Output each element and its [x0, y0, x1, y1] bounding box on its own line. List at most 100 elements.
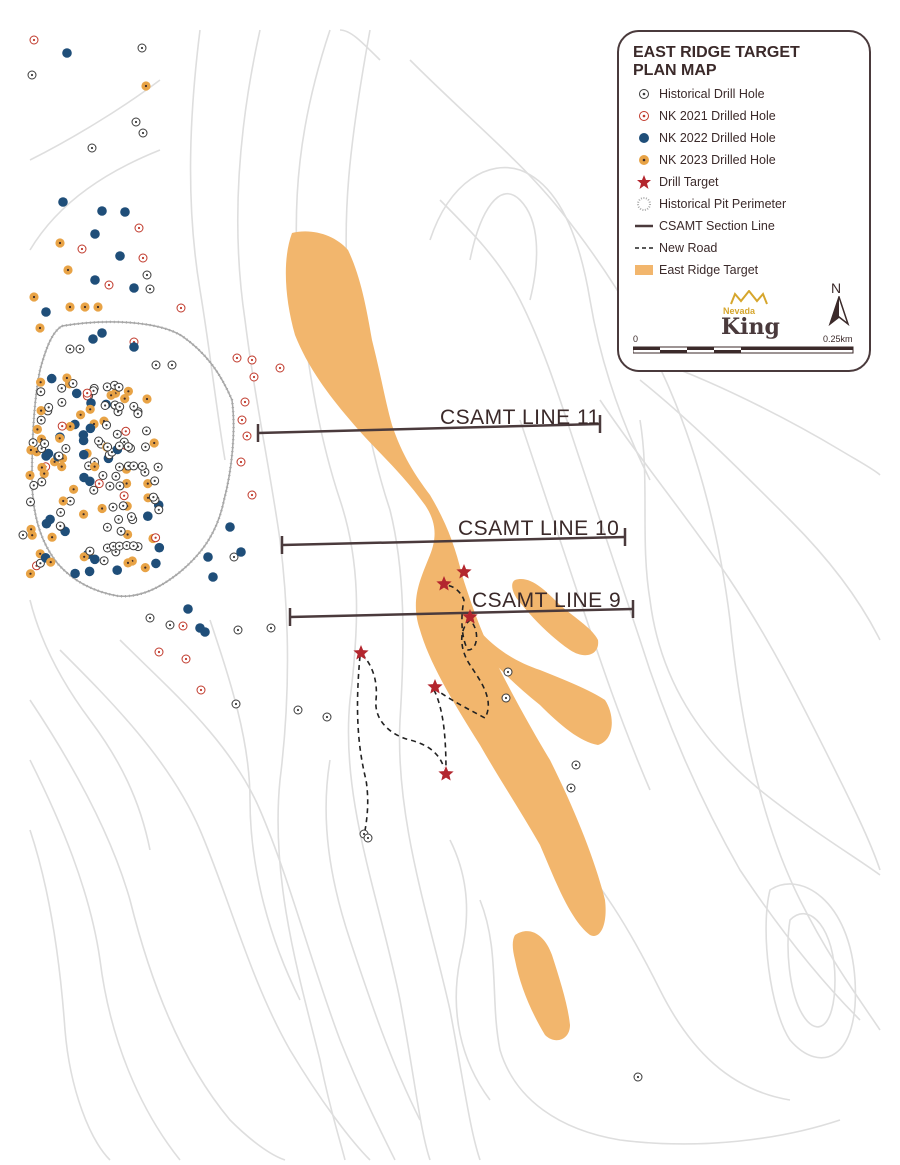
- nk2021-drill-hole: [94, 479, 104, 489]
- nk2023-drill-hole: [69, 484, 79, 494]
- nk2023-drill-hole: [123, 558, 133, 568]
- map-legend: EAST RIDGE TARGET PLAN MAP Historical Dr…: [617, 30, 871, 372]
- nk2022-drill-hole: [85, 476, 95, 487]
- historical-drill-hole: [501, 693, 511, 703]
- nk2022-drill-hole: [120, 207, 130, 217]
- historical-drill-hole: [111, 471, 121, 481]
- east-ridge-target-icon: [633, 260, 655, 280]
- historical-drill-hole: [114, 541, 124, 551]
- historical-drill-hole: [145, 284, 155, 294]
- historical-drill-hole: [115, 402, 125, 412]
- drill-target-star-icon: [462, 609, 478, 624]
- historical-drill-hole: [29, 480, 39, 490]
- historical-drill-hole: [231, 699, 241, 709]
- nk2023-drill-hole: [79, 509, 89, 519]
- historical-drill-hole: [266, 623, 276, 633]
- nk2023-drill-hole: [29, 292, 39, 302]
- nk2021-drill-hole: [176, 303, 186, 313]
- nk2023-drill-hole: [143, 479, 153, 489]
- nk2023-drill-hole: [141, 81, 151, 91]
- nk2021-drill-hole: [138, 253, 148, 263]
- nk2023-drill-hole: [25, 569, 36, 579]
- nk2021-drill-hole: [154, 647, 164, 657]
- nk2022-drill-hole: [115, 251, 125, 261]
- historical-drill-hole: [126, 512, 136, 522]
- east-ridge-target-finger: [512, 579, 599, 656]
- historical-drill-hole: [114, 382, 124, 392]
- east-ridge-target-south: [512, 931, 570, 1041]
- historical-drill-hole: [148, 492, 158, 502]
- drill-target-star-icon: [436, 576, 452, 591]
- nk2022-drill-hole: [90, 229, 100, 239]
- historical-drill-hole: [153, 462, 163, 472]
- drill-target-star-icon: [427, 679, 443, 694]
- historical-drill-hole: [103, 442, 113, 452]
- nk2021-drill-hole: [119, 491, 129, 501]
- nk2021-drill-hole: [178, 621, 188, 631]
- nk2023-drill-hole: [46, 557, 56, 567]
- nk2023-drill-hole: [149, 438, 159, 448]
- historical-drill-hole: [363, 833, 373, 843]
- drill-target-star-icon: [456, 564, 472, 579]
- legend-item-label: East Ridge Target: [659, 263, 759, 277]
- nk2022-drill-hole: [84, 566, 95, 577]
- nk2022-drill-hole: [143, 511, 153, 521]
- historical-drill-hole: [112, 429, 122, 439]
- legend-item-nk2021: NK 2021 Drilled Hole: [633, 106, 776, 126]
- historical-drill-hole: [89, 485, 99, 495]
- historical-drill-hole: [150, 476, 160, 486]
- historical-drill-hole: [114, 514, 124, 524]
- historical-pit-perimeter: [30, 320, 235, 598]
- legend-item-label: Historical Drill Hole: [659, 87, 765, 101]
- nk2023-drill-hole: [85, 404, 95, 414]
- drill-target-star-icon: [633, 172, 655, 192]
- nk2023-drill-hole: [55, 433, 65, 443]
- nk2022-drill-hole: [43, 448, 54, 459]
- legend-item-new-road: New Road: [633, 238, 717, 258]
- historical-drill-hole: [75, 344, 85, 354]
- north-arrow-icon: N: [827, 280, 851, 328]
- nk2022-drill-hole: [129, 283, 139, 293]
- historical-drill-hole: [102, 382, 112, 392]
- historical-drill-hole: [18, 530, 28, 540]
- nk2022-drill-hole: [97, 206, 107, 216]
- brand-top-text: Nevada: [723, 306, 756, 316]
- historical-drill-hole: [61, 444, 71, 453]
- nk2023-drill-hole: [62, 373, 72, 383]
- legend-title: EAST RIDGE TARGET PLAN MAP: [633, 44, 800, 80]
- nk2022-drill-hole: [112, 565, 122, 575]
- nk2023-drill-hole: [120, 394, 130, 404]
- brand-main-text: King: [721, 314, 780, 340]
- historical-drill-hole: [26, 497, 35, 507]
- historical-drill-hole: [57, 397, 67, 407]
- nk2021-drill-hole: [151, 533, 161, 543]
- east-ridge-target-spur: [461, 605, 612, 745]
- legend-item-label: Historical Pit Perimeter: [659, 197, 787, 211]
- historical-drill-hole: [129, 461, 139, 471]
- historical-drill-hole: [102, 522, 112, 532]
- nk2021-drill-hole: [29, 35, 39, 45]
- historical-drill-hole: [94, 436, 104, 446]
- legend-title-line2: PLAN MAP: [633, 62, 717, 79]
- nk2022-drill-hole: [46, 373, 57, 384]
- nk2021-drill-hole: [121, 426, 131, 436]
- drill-targets: [353, 564, 478, 781]
- nk2023-drill-hole: [97, 503, 107, 514]
- nk2022-drill-hole: [70, 568, 80, 579]
- historical-drill-hole: [114, 441, 124, 451]
- historical-drill-hole: [233, 625, 243, 635]
- nk2021-drill-hole: [82, 388, 92, 398]
- new-road-connector: [433, 689, 447, 773]
- legend-item-label: CSAMT Section Line: [659, 219, 775, 233]
- csamt-line-9-label: CSAMT LINE 9: [472, 589, 621, 612]
- nk2023-drill-hole: [32, 424, 43, 434]
- historical-drill-hole: [65, 344, 75, 354]
- legend-item-label: New Road: [659, 241, 718, 255]
- historical-drill-hole: [56, 507, 66, 517]
- historical-drill-hole: [102, 420, 111, 430]
- historical-drill-hole: [137, 461, 147, 471]
- nk2022-drill-hole: [200, 627, 210, 637]
- historical-drill-hole: [36, 415, 46, 425]
- nk2021-drill-hole: [57, 421, 67, 431]
- nk2021-drill-hole: [247, 355, 257, 365]
